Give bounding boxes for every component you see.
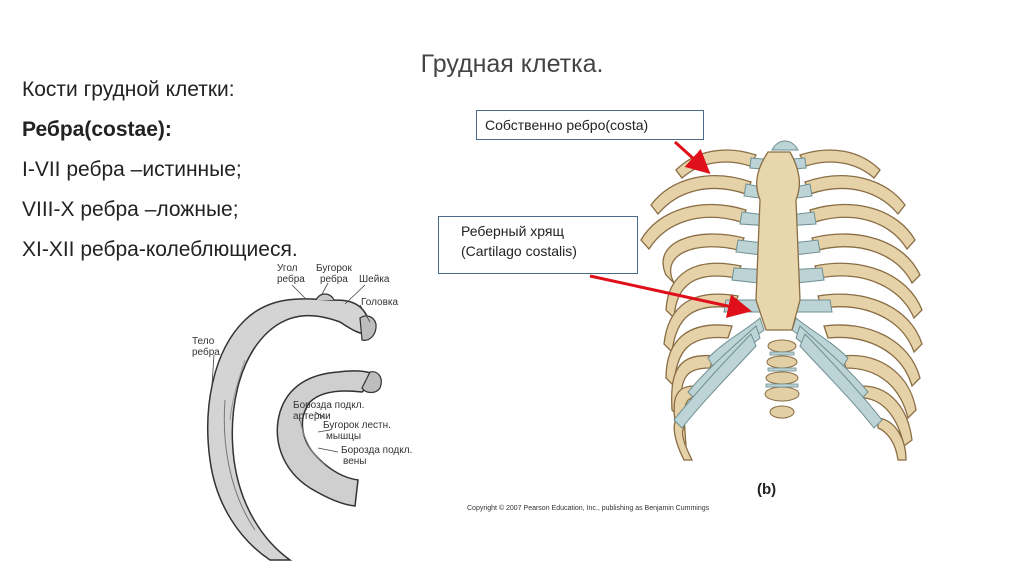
cartilage-arrow bbox=[589, 274, 752, 318]
label-angle: ребра bbox=[277, 274, 305, 285]
rib-illustration-left bbox=[207, 282, 382, 561]
label-neck: Шейка bbox=[359, 274, 390, 285]
label-scalene-tubercle: мышцы bbox=[326, 431, 361, 442]
bullet-item: XI-XII ребра-колеблющиеся. bbox=[22, 238, 298, 261]
label-vein-groove: Борозда подкл. bbox=[341, 445, 413, 456]
bullet-item: VIII-X ребра –ложные; bbox=[22, 198, 239, 221]
label-body: Тело bbox=[192, 336, 215, 347]
label-vein-groove: вены bbox=[343, 456, 367, 467]
cartilage-callout-line1: Реберный хрящ bbox=[461, 223, 565, 239]
figure-caption: (b) bbox=[757, 481, 777, 498]
cartilage-callout: Реберный хрящ (Cartilago costalis) bbox=[438, 216, 638, 274]
slide-title: Грудная клетка. bbox=[420, 50, 604, 78]
costa-arrow bbox=[673, 140, 711, 175]
label-scalene-tubercle: Бугорок лестн. bbox=[323, 420, 391, 431]
label-artery-groove: Борозда подкл. bbox=[293, 400, 365, 411]
copyright-notice: Copyright © 2007 Pearson Education, Inc.… bbox=[467, 505, 710, 512]
costa-callout: Собственно ребро(costa) bbox=[476, 110, 704, 140]
label-head: Головка bbox=[361, 297, 399, 308]
costa-callout-text: Собственно ребро(costa) bbox=[485, 117, 649, 133]
label-body: ребра bbox=[192, 347, 220, 358]
label-artery-groove: артерии bbox=[293, 411, 331, 422]
cartilage-callout-line2: (Cartilago costalis) bbox=[461, 243, 577, 259]
callout-arrows bbox=[589, 140, 752, 318]
bullet-item: Ребра(costae): bbox=[22, 118, 172, 141]
bullet-item: Кости грудной клетки: bbox=[22, 78, 235, 101]
label-tubercle: Бугорок bbox=[316, 263, 352, 274]
bullet-item: I-VII ребра –истинные; bbox=[22, 158, 242, 181]
label-angle: Угол bbox=[277, 263, 298, 274]
label-tubercle: ребра bbox=[320, 274, 348, 285]
rib-cage-illustration bbox=[640, 140, 923, 461]
